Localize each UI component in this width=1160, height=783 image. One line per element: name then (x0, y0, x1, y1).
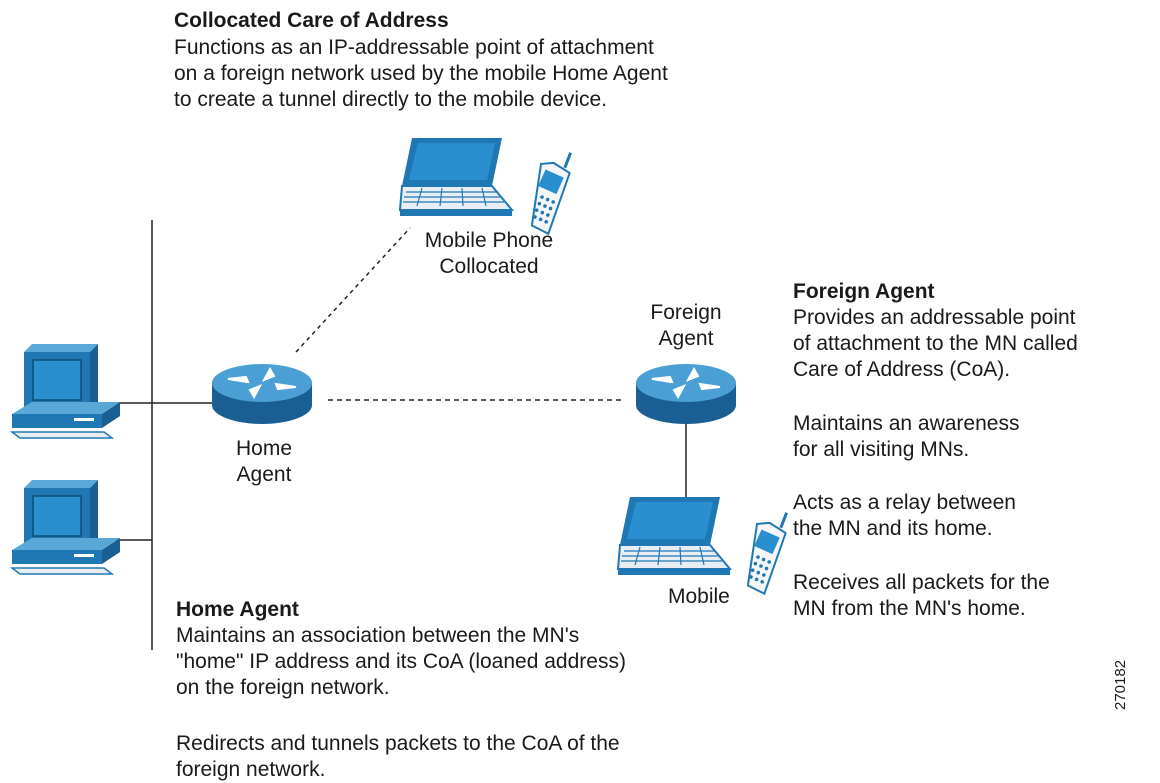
collocated-laptop-icon (399, 137, 513, 217)
collocated-body: Functions as an IP-addressable point of … (174, 36, 668, 111)
home-agent-label: Home Agent (235, 437, 293, 486)
desktop-computer-icon-1 (11, 343, 121, 439)
home-agent-para-2: Redirects and tunnels packets to the CoA… (176, 732, 620, 781)
foreign-agent-para-4: Receives all packets for the MN from the… (793, 571, 1050, 620)
home-agent-router-icon (211, 363, 313, 425)
mobile-phone-icon (739, 504, 792, 597)
foreign-agent-router-icon (635, 363, 737, 425)
foreign-agent-label: Foreign Agent (650, 301, 722, 350)
mobile-label: Mobile (668, 585, 730, 608)
figure-id: 270182 (1112, 659, 1129, 710)
foreign-agent-title: Foreign Agent (793, 280, 935, 303)
tunnel-line-home-collocated (295, 227, 411, 353)
foreign-agent-para-1: Provides an addressable point of attachm… (793, 306, 1078, 381)
home-agent-title: Home Agent (176, 598, 299, 621)
home-agent-para-1: Maintains an association between the MN'… (176, 624, 626, 699)
mobile-phone-collocated-label: Mobile Phone Collocated (424, 229, 554, 278)
desktop-computer-icon-2 (11, 479, 121, 575)
foreign-agent-para-2: Maintains an awareness for all visiting … (793, 412, 1020, 461)
foreign-agent-para-3: Acts as a relay between the MN and its h… (793, 491, 1016, 540)
collocated-title: Collocated Care of Address (174, 9, 449, 32)
mobile-laptop-icon (617, 496, 731, 576)
collocated-phone-icon (523, 144, 576, 237)
